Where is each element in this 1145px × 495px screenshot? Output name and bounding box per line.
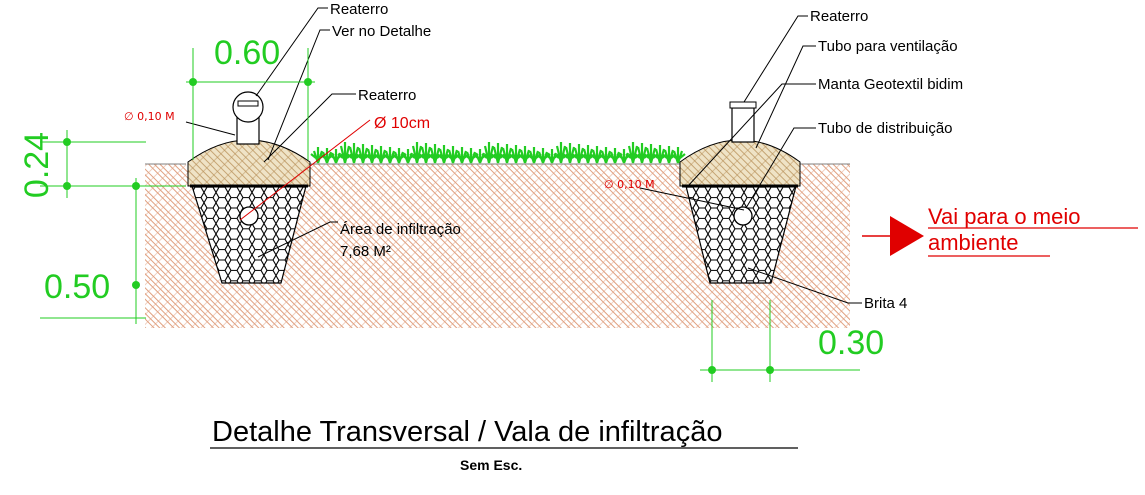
grass-tuft <box>436 145 452 164</box>
grass-tuft <box>364 145 380 164</box>
dim-cover-depth: 0.24 <box>18 132 56 198</box>
right-trench <box>679 101 801 284</box>
label-brita: Brita 4 <box>864 295 907 312</box>
grass-tuft <box>517 146 533 164</box>
grass-tuft <box>553 142 569 164</box>
right-vent-cap <box>729 101 757 109</box>
grass-tuft <box>535 148 551 164</box>
right-distribution-pipe <box>733 206 753 226</box>
grass-tuft <box>373 146 389 164</box>
grass-tuft <box>463 148 479 164</box>
grass-tuft <box>454 147 470 164</box>
grass-tuft <box>652 145 668 164</box>
grass-tuft <box>571 144 587 164</box>
left-trench <box>187 91 311 284</box>
grass-tuft <box>526 147 542 164</box>
grass-tuft <box>337 142 353 164</box>
grass-tuft <box>472 149 488 164</box>
detail-callout-circle <box>232 91 264 123</box>
grass-tuft <box>346 143 362 164</box>
dim-trench-depth: 0.50 <box>44 268 110 306</box>
dimension-ticks <box>63 78 774 374</box>
grass-tuft <box>589 146 605 164</box>
label-flow-line2: ambiente <box>928 230 1019 255</box>
label-area-value: 7,68 M² <box>340 243 391 260</box>
grass-tuft <box>625 142 641 164</box>
leader-lines <box>185 7 862 304</box>
label-area-infiltracao: Área de infiltração <box>340 221 461 238</box>
grass-tuft <box>355 144 371 164</box>
grass-tuft <box>409 142 425 164</box>
pipe-diameter-leader <box>239 119 371 221</box>
grass-tuft <box>328 149 344 164</box>
label-reaterro-top: Reaterro <box>330 1 388 18</box>
grass-tuft <box>544 149 560 164</box>
left-backfill-mound <box>187 139 311 187</box>
grass-tuft <box>382 147 398 164</box>
grass-tuft <box>616 149 632 164</box>
grass-tuft <box>490 143 506 164</box>
label-ver-no-detalhe: Ver no Detalhe <box>332 23 431 40</box>
label-pipe-diameter: Ø 10cm <box>374 115 430 132</box>
grass-tuft <box>508 145 524 164</box>
grass-tuft <box>634 143 650 164</box>
right-vent-pipe <box>731 107 755 143</box>
grass-tuft <box>481 142 497 164</box>
drawing-title: Detalhe Transversal / Vala de infiltraçã… <box>212 416 722 448</box>
dim-top-width: 0.60 <box>214 34 280 72</box>
grass-tuft <box>499 144 515 164</box>
grass-tuft <box>562 143 578 164</box>
right-backfill-mound <box>679 139 801 187</box>
grass-tuft <box>445 146 461 164</box>
grass-tuft <box>643 144 659 164</box>
grass-tuft <box>661 146 677 164</box>
left-vent-cap <box>237 100 259 107</box>
grass-tuft <box>400 149 416 164</box>
label-reaterro-right: Reaterro <box>810 8 868 25</box>
flow-arrow <box>862 216 924 256</box>
grass-tuft <box>418 143 434 164</box>
label-diameter-left: ∅ 0,10 M <box>124 110 175 123</box>
label-manta-geotextil: Manta Geotextil bidim <box>818 76 963 93</box>
grass-tuft <box>598 147 614 164</box>
grass-tuft <box>427 144 443 164</box>
drawing-subtitle: Sem Esc. <box>460 457 522 473</box>
grass-tuft <box>670 147 686 164</box>
label-reaterro-mid: Reaterro <box>358 87 416 104</box>
label-tubo-distribuicao: Tubo de distribuição <box>818 120 953 137</box>
label-tubo-ventilacao: Tubo para ventilação <box>818 38 958 55</box>
grass-tuft <box>607 148 623 164</box>
grass-strip <box>310 142 686 164</box>
grass-tuft <box>391 148 407 164</box>
label-diameter-right: ∅ 0,10 M <box>604 178 655 191</box>
left-distribution-pipe <box>239 206 259 226</box>
label-flow-line1: Vai para o meio <box>928 204 1080 229</box>
dim-bottom-width: 0.30 <box>818 324 884 362</box>
grass-tuft <box>319 148 335 164</box>
grass-tuft <box>310 147 326 164</box>
grass-tuft <box>580 145 596 164</box>
